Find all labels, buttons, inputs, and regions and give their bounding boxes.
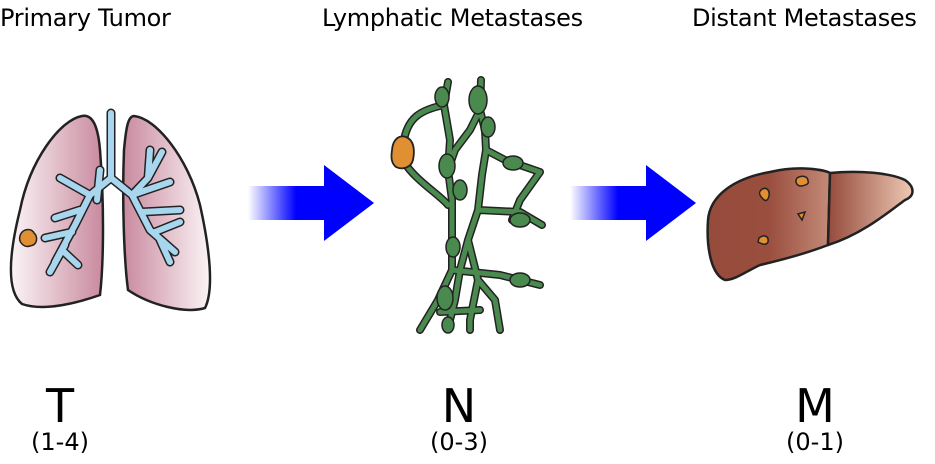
liver-left-lobe (706, 167, 832, 282)
arrow-right-icon (248, 165, 374, 241)
stage-letter-m: M (795, 379, 835, 433)
metastatic-node (390, 135, 415, 170)
left-lung (9, 114, 105, 309)
lymph-node-cluster (434, 85, 531, 334)
lungs-illustration (9, 108, 212, 312)
liver-right-lobe (826, 170, 914, 247)
primary-tumor-spot (18, 228, 38, 248)
liver-metastases (757, 175, 810, 246)
stage-range-m: (0-1) (786, 428, 844, 456)
stage-letter-n: N (441, 379, 477, 433)
stage-letter-t: T (45, 379, 75, 433)
stage-range-t: (1-4) (31, 428, 89, 456)
lymph-nodes-illustration (390, 76, 546, 334)
liver-illustration (706, 167, 914, 282)
heading-distant-metastases: Distant Metastases (692, 4, 917, 32)
heading-lymphatic-metastases: Lymphatic Metastases (322, 4, 583, 32)
heading-primary-tumor: Primary Tumor (0, 4, 171, 32)
arrow-right-icon (570, 165, 696, 241)
stage-range-n: (0-3) (430, 428, 488, 456)
bronchial-tree (40, 108, 185, 277)
